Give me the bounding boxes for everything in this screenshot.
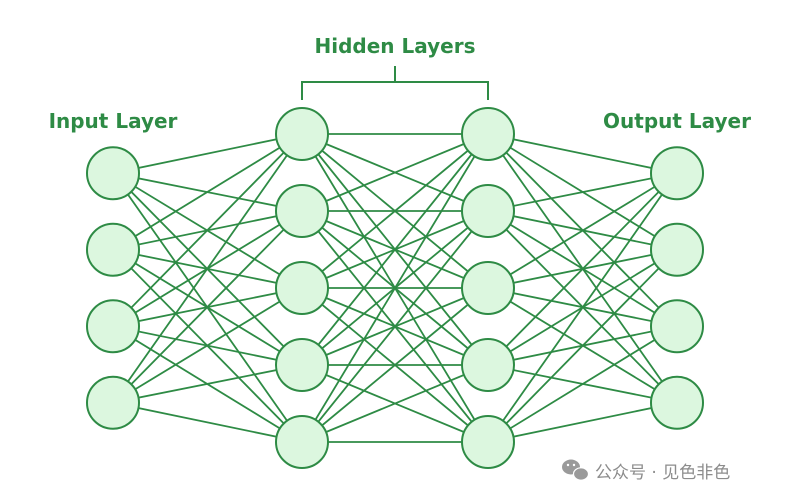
connection-input-4-to-hidden-1-5 [112,401,303,443]
connection-hidden-2-2-to-output-1 [487,172,678,212]
neuron-hidden-2-3 [461,261,515,315]
connection-hidden-2-5-to-output-1 [487,172,678,443]
connection-hidden-1-2-to-hidden-2-1 [301,133,489,212]
neuron-output-3 [650,299,704,354]
connection-input-2-to-hidden-1-1 [112,133,303,251]
neuron-hidden-2-5 [461,415,515,469]
neuron-input-2 [86,222,140,277]
neuron-hidden-2-2 [461,184,515,238]
connection-hidden-2-5-to-output-3 [487,325,678,443]
watermark: 公众号 · 见色非色 [562,459,730,483]
neuron-input-3 [86,299,140,354]
neuron-input-4 [86,375,140,430]
hidden-layers-label: Hidden Layers [315,34,476,58]
neuron-hidden-2-1 [461,107,515,161]
watermark-text: 公众号 · 见色非色 [595,463,730,483]
connection-hidden-1-4-to-hidden-2-1 [301,133,489,366]
connection-hidden-1-3-to-hidden-2-1 [301,133,489,289]
neuron-input-1 [86,146,140,201]
connection-hidden-2-5-to-output-2 [487,248,678,443]
connection-input-4-to-hidden-1-3 [112,287,303,404]
neuron-hidden-1-4 [275,338,329,392]
connection-hidden-2-5-to-output-4 [487,401,678,443]
connections [112,133,678,443]
neuron-hidden-2-4 [461,338,515,392]
connection-input-4-to-hidden-1-4 [112,364,303,404]
neuron-hidden-1-2 [275,184,329,238]
connection-hidden-2-1-to-output-1 [487,133,678,175]
connection-hidden-2-4-to-output-1 [487,172,678,366]
neuron-output-4 [650,375,704,430]
connection-input-4-to-hidden-1-2 [112,210,303,404]
connection-input-3-to-hidden-1-1 [112,133,303,328]
output-layer-label: Output Layer [603,109,751,133]
connection-hidden-1-5-to-hidden-2-4 [301,364,489,443]
neuron-output-1 [650,146,704,201]
neuron-output-2 [650,222,704,277]
connection-hidden-1-5-to-hidden-2-3 [301,287,489,443]
neuron-hidden-1-3 [275,261,329,315]
neuron-hidden-1-5 [275,415,329,469]
neurons [86,107,704,469]
wechat-icon [562,459,590,481]
connection-hidden-2-3-to-output-1 [487,172,678,289]
connection-input-4-to-hidden-1-1 [112,133,303,404]
input-layer-label: Input Layer [49,109,178,133]
neuron-hidden-1-1 [275,107,329,161]
hidden-layers-bracket [301,66,489,100]
connection-hidden-1-5-to-hidden-2-2 [301,210,489,443]
connection-hidden-1-5-to-hidden-2-1 [301,133,489,443]
connection-input-1-to-hidden-1-1 [112,133,303,175]
